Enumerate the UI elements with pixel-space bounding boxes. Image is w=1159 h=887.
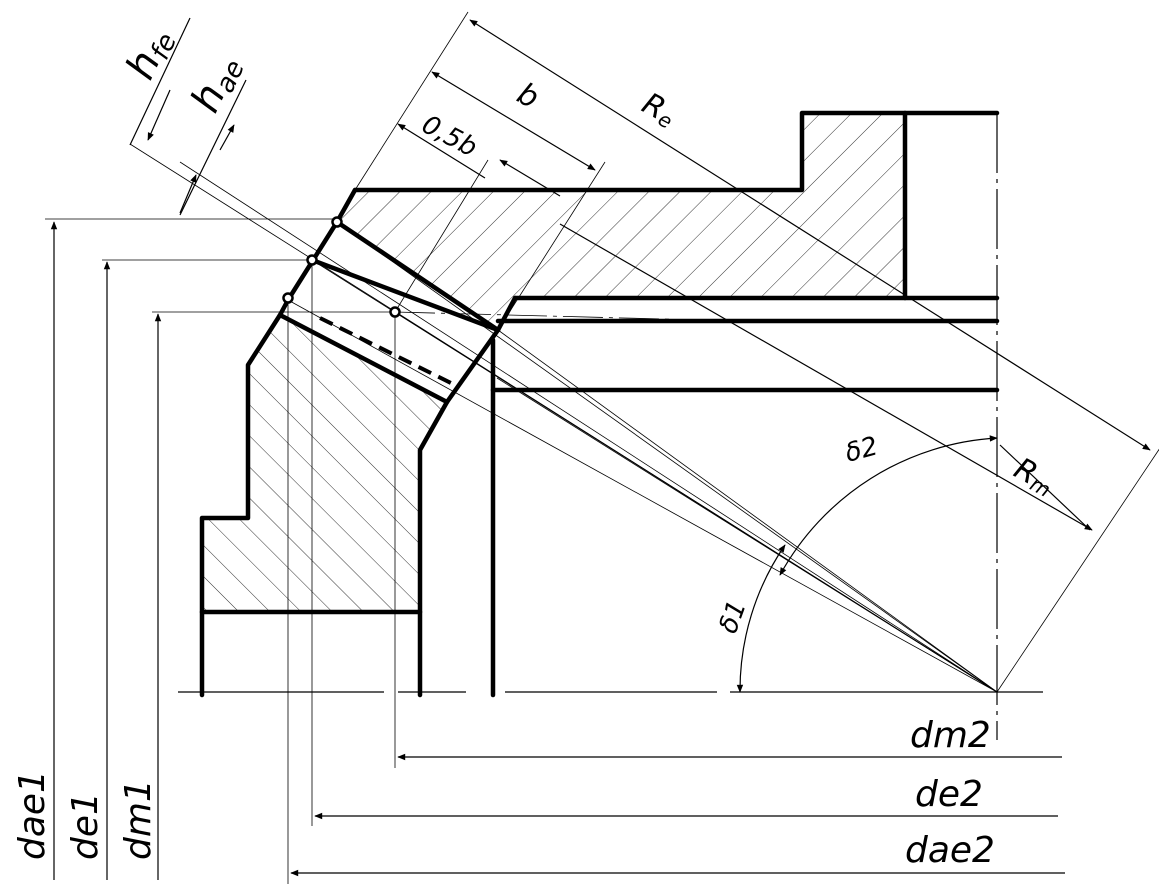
label-de1: de1	[65, 792, 106, 860]
angle-arcs	[736, 435, 998, 693]
label-b: b	[511, 76, 544, 116]
label-dae2: dae2	[905, 830, 995, 871]
label-delta2: δ2	[842, 431, 881, 468]
label-h-fe: hfe	[117, 21, 183, 87]
label-h-ae: hae	[182, 48, 251, 121]
reference-points	[282, 216, 401, 318]
label-dm2: dm2	[910, 715, 991, 756]
tooth-height-dims	[129, 17, 247, 216]
top-dimensions	[354, 11, 1159, 693]
label-Re: Re	[636, 86, 682, 133]
label-dae1: dae1	[12, 770, 53, 860]
label-dm1: dm1	[118, 779, 159, 860]
label-de2: de2	[915, 774, 983, 815]
pinion-section-hatch	[202, 315, 447, 612]
labels: hfe hae 0,5b b Re Rm δ2 δ1 dm2 de2 dae2 …	[12, 21, 1055, 871]
pinion-diameter-dims	[45, 218, 395, 880]
wheel-diameter-dims	[287, 260, 1065, 884]
